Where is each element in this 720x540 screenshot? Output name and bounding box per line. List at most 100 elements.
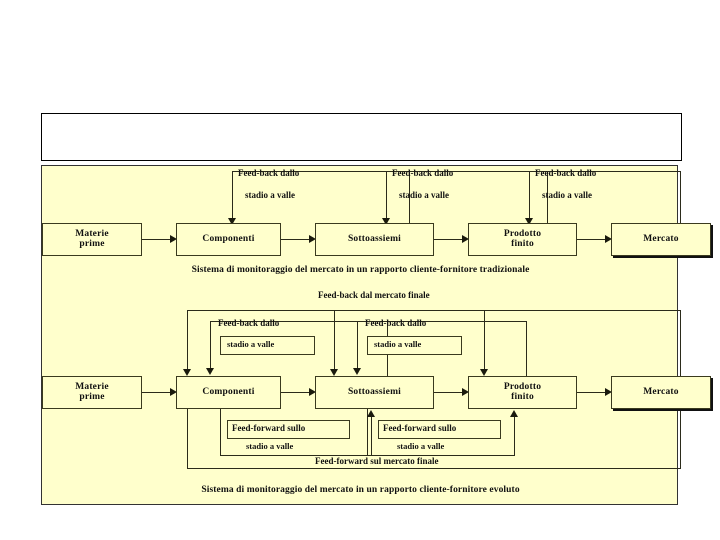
feedback-line-1-right xyxy=(409,171,410,226)
stage-label-line2: prime xyxy=(79,238,105,249)
ff-framebox-2 xyxy=(378,420,501,439)
ff-line-2-left xyxy=(367,409,368,456)
flow-line-t1 xyxy=(142,239,172,240)
flow-arrow-b3 xyxy=(462,388,469,396)
stage-label-line1: Materie xyxy=(75,381,109,392)
feedback-label-3-line1: Feed-back dallo xyxy=(535,168,597,178)
stage-label-line1: Componenti xyxy=(202,233,255,244)
market-feedback-drop-2 xyxy=(334,310,335,370)
b-feedback-framebox-2 xyxy=(367,336,462,355)
market-ff-line-left xyxy=(187,409,188,469)
flow-arrow-t2 xyxy=(309,235,316,243)
ff-label-2-line2: stadio a valle xyxy=(397,441,445,451)
market-feedforward-label: Feed-forward sul mercato finale xyxy=(315,456,439,466)
ff-line-1-bottom xyxy=(220,455,372,456)
stage-box-sottoassiemi-bottom[interactable]: Sottoassiemi xyxy=(315,376,434,409)
stage-box-materie-prime-top[interactable]: Materie prime xyxy=(42,223,142,256)
ff-label-1-line2: stadio a valle xyxy=(246,441,294,451)
stage-box-sottoassiemi-top[interactable]: Sottoassiemi xyxy=(315,223,434,256)
market-feedback-arrow-2 xyxy=(330,369,338,376)
feedback-label-1-line1: Feed-back dallo xyxy=(238,168,300,178)
stage-label-line1: Prodotto xyxy=(503,381,542,392)
flow-line-t2 xyxy=(281,239,311,240)
b-feedback-line-2-top xyxy=(357,321,527,322)
stage-label-line1: Componenti xyxy=(202,386,255,397)
b-feedback-label-1-line1: Feed-back dallo xyxy=(218,318,280,328)
market-feedback-drop-1 xyxy=(187,310,188,370)
b-feedback-line-1-top xyxy=(210,321,388,322)
ff-arrow-2 xyxy=(510,410,518,417)
b-feedback-label-2-line2: stadio a valle xyxy=(374,339,422,349)
market-ff-line-bottom xyxy=(187,468,681,469)
flow-arrow-t3 xyxy=(462,235,469,243)
market-feedback-label: Feed-back dal mercato finale xyxy=(318,290,430,300)
ff-line-1-left xyxy=(220,409,221,456)
caption-traditional: Sistema di monitoraggio del mercato in u… xyxy=(191,265,530,275)
stage-box-materie-prime-bottom[interactable]: Materie prime xyxy=(42,376,142,409)
feedback-line-3-top xyxy=(529,171,681,172)
flow-line-t3 xyxy=(434,239,464,240)
stage-label-line1: Mercato xyxy=(643,233,679,244)
stage-box-mercato-top[interactable]: Mercato xyxy=(611,223,711,256)
stage-box-componenti-bottom[interactable]: Componenti xyxy=(176,376,281,409)
stage-label-line1: Sottoassiemi xyxy=(347,386,402,397)
b-feedback-arrow-2 xyxy=(353,368,361,375)
b-feedback-arrow-1 xyxy=(206,368,214,375)
feedback-line-1-top xyxy=(232,171,410,172)
feedback-arrow-2 xyxy=(382,218,390,225)
ff-label-1-line1: Feed-forward sullo xyxy=(232,423,306,433)
market-feedback-arrow-3 xyxy=(480,369,488,376)
stage-box-prodotto-finito-top[interactable]: Prodotto finito xyxy=(468,223,577,256)
stage-box-prodotto-finito-bottom[interactable]: Prodotto finito xyxy=(468,376,577,409)
stage-label-line1: Sottoassiemi xyxy=(347,233,402,244)
stage-label-line1: Prodotto xyxy=(503,228,542,239)
stage-box-mercato-bottom[interactable]: Mercato xyxy=(611,376,711,409)
diagram-panel: Feed-back dallo stadio a valle Feed-back… xyxy=(41,165,711,505)
feedback-line-2-left xyxy=(386,171,387,219)
b-feedback-line-1-left xyxy=(210,321,211,369)
stage-label-line2: finito xyxy=(511,391,534,402)
feedback-label-1-line2: stadio a valle xyxy=(245,190,296,200)
feedback-line-2-top xyxy=(386,171,548,172)
stage-box-componenti-top[interactable]: Componenti xyxy=(176,223,281,256)
flow-arrow-t1 xyxy=(170,235,177,243)
feedback-arrow-3 xyxy=(525,218,533,225)
stage-label-line2: finito xyxy=(511,238,534,249)
market-feedback-arrow-1 xyxy=(183,369,191,376)
feedback-arrow-1 xyxy=(228,218,236,225)
feedback-label-2-line2: stadio a valle xyxy=(399,190,450,200)
market-feedback-line-right xyxy=(680,310,681,376)
flow-line-b3 xyxy=(434,392,464,393)
ff-arrow-1 xyxy=(367,410,375,417)
flow-line-b1 xyxy=(142,392,172,393)
feedback-line-3-left xyxy=(529,171,530,219)
b-feedback-line-2-left xyxy=(357,321,358,369)
flow-line-b2 xyxy=(281,392,311,393)
feedback-line-1-left xyxy=(232,171,233,219)
feedback-label-3-line2: stadio a valle xyxy=(542,190,593,200)
ff-label-2-line1: Feed-forward sullo xyxy=(383,423,457,433)
ff-framebox-1 xyxy=(227,420,350,439)
caption-evolved: Sistema di monitoraggio del mercato in u… xyxy=(201,485,520,495)
ff-line-1-right xyxy=(371,416,372,456)
flow-line-b4 xyxy=(577,392,607,393)
stage-label-line1: Mercato xyxy=(643,386,679,397)
ff-line-2-bottom xyxy=(367,455,515,456)
flow-line-t4 xyxy=(577,239,607,240)
title-placeholder-box[interactable] xyxy=(41,113,682,161)
market-feedback-line-top xyxy=(187,310,681,311)
market-ff-line-right xyxy=(680,409,681,469)
b-feedback-label-1-line2: stadio a valle xyxy=(227,339,275,349)
flow-arrow-b4 xyxy=(605,388,612,396)
flow-arrow-b2 xyxy=(309,388,316,396)
feedback-label-2-line1: Feed-back dallo xyxy=(392,168,454,178)
feedback-line-2-right xyxy=(547,171,548,226)
flow-arrow-t4 xyxy=(605,235,612,243)
stage-label-line1: Materie xyxy=(75,228,109,239)
b-feedback-framebox-1 xyxy=(220,336,315,355)
market-feedback-drop-3 xyxy=(484,310,485,370)
b-feedback-label-2-line1: Feed-back dallo xyxy=(365,318,427,328)
feedback-line-3-right xyxy=(680,171,681,226)
flow-arrow-b1 xyxy=(170,388,177,396)
